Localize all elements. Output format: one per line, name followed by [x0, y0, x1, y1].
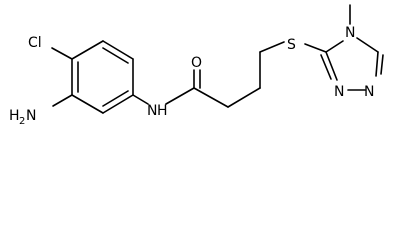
bond-sulfur-triazole — [304, 43, 327, 53]
carbonyl-oxygen-label: O — [191, 55, 202, 71]
triazole-bond — [325, 40, 344, 53]
amide-hydrogen-label: H — [157, 103, 168, 119]
amide-nitrogen-label: N — [147, 103, 157, 119]
triazole-bond — [375, 51, 379, 77]
triazole-n-methyl-label: N — [345, 25, 355, 41]
triazole-bond — [320, 54, 332, 80]
bond-chain — [227, 87, 261, 108]
amino-nitrogen-label: N — [26, 108, 36, 124]
sulfur-label: S — [287, 37, 296, 53]
ring-inner-double-bond — [102, 90, 129, 107]
ring-bond — [71, 40, 104, 60]
amino-hydrogen-label: H — [9, 108, 20, 124]
bond-chain-sulfur — [259, 41, 285, 53]
bond-ring-amide-n — [132, 94, 149, 105]
ring-bond — [102, 94, 134, 114]
benzene-ring — [71, 40, 134, 114]
bond-ring-amino — [52, 94, 73, 107]
triazole-bond — [356, 37, 379, 53]
triazole-bond — [325, 51, 338, 81]
bond-chain — [193, 87, 229, 108]
amide-nh-label: N H — [147, 103, 168, 119]
bond-ring-chlorine — [51, 47, 73, 60]
triazole-ring — [320, 37, 384, 91]
ring-inner-double-bond — [102, 47, 129, 64]
triazole-n-a-label: N — [334, 84, 344, 100]
ring-bond — [102, 40, 134, 60]
triazole-bond — [380, 54, 384, 75]
molecule-diagram: Cl H 2 N N H O S N N N — [9, 4, 384, 127]
bond-amide-n-carbonyl — [165, 87, 195, 105]
amino-group-label: H 2 N — [9, 108, 36, 127]
amino-subscript-label: 2 — [19, 116, 25, 127]
triazole-n-b-label: N — [364, 84, 374, 100]
structure-drawing: Cl H 2 N N H O S N N N — [9, 4, 384, 127]
chlorine-label: Cl — [28, 35, 42, 51]
ring-bond — [71, 94, 104, 114]
